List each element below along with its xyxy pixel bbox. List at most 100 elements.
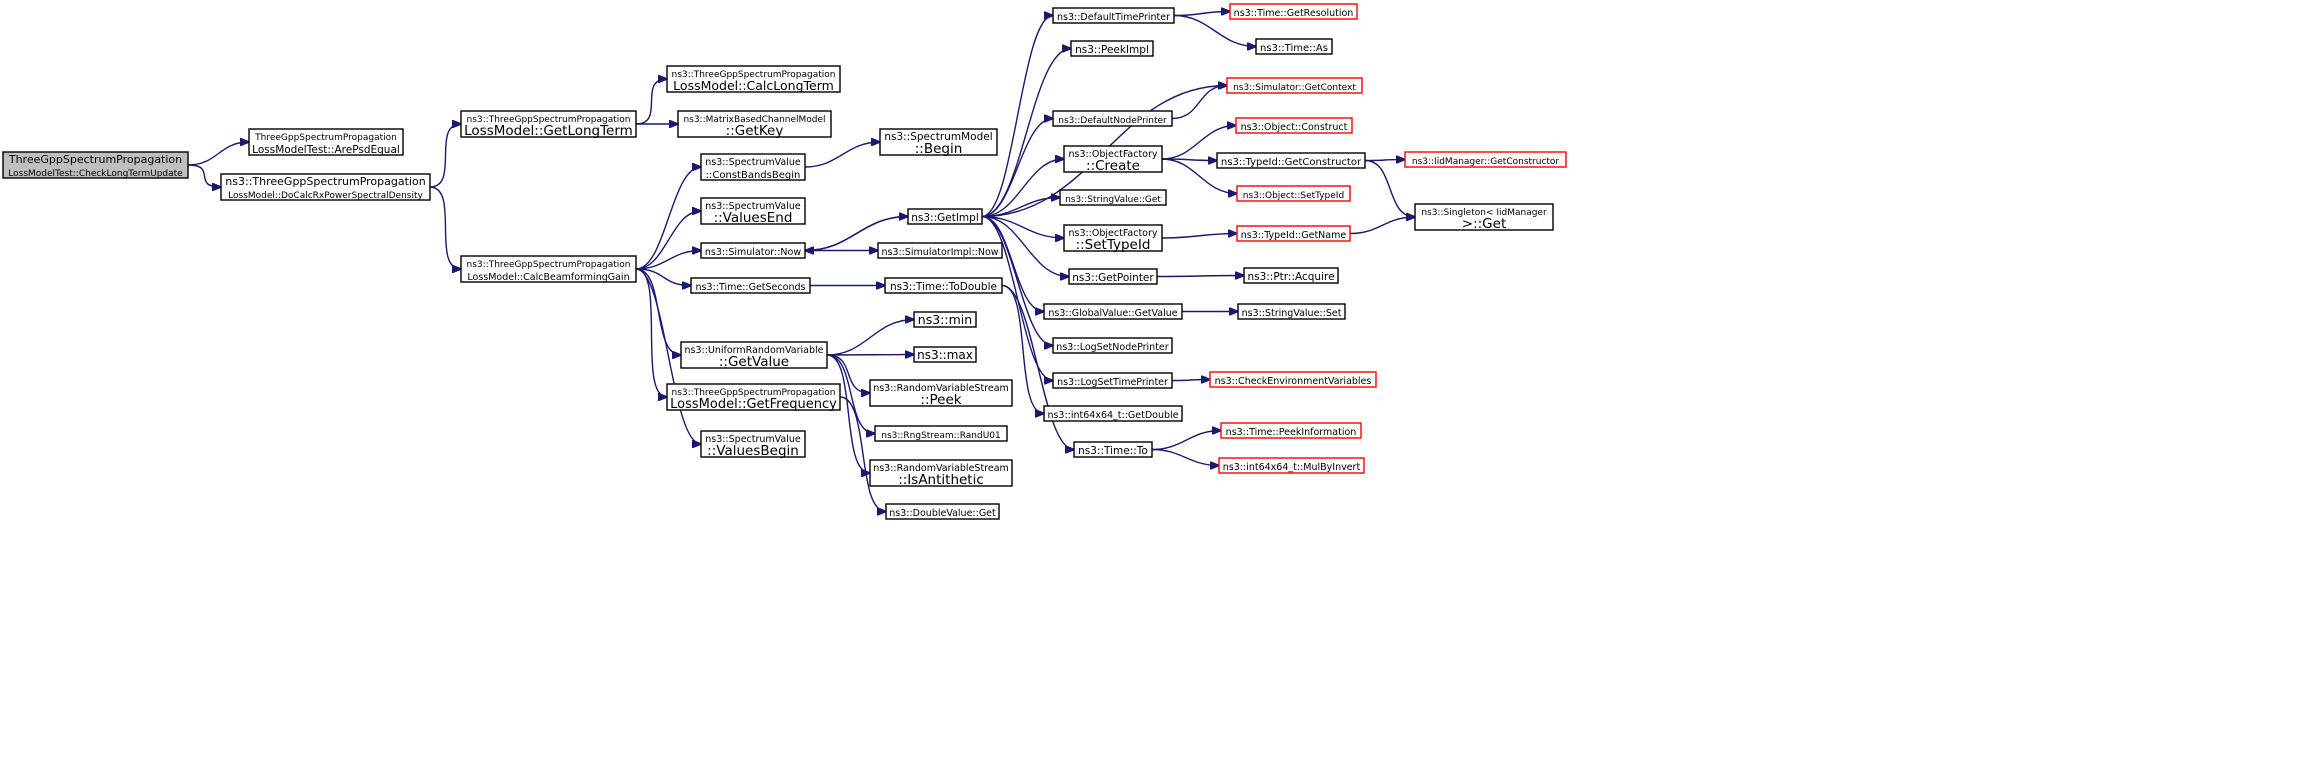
node-getLongTerm[interactable]: ns3::ThreeGppSpectrumPropagationLossMode…	[460, 110, 637, 139]
node-box	[680, 341, 828, 369]
node-simNow[interactable]: ns3::Simulator::Now	[700, 242, 806, 259]
node-label-line: ns3::ObjectFactory	[1068, 228, 1157, 239]
node-label-line: ns3::Time::PeekInformation	[1226, 427, 1357, 438]
node-peekImpl[interactable]: ns3::PeekImpl	[1070, 40, 1154, 57]
node-box	[460, 255, 637, 283]
node-label-line: ns3::Object::SetTypeId	[1243, 191, 1344, 201]
call-edge-timeTo-to-timePeekInfo	[1151, 431, 1221, 451]
node-calcBeam[interactable]: ns3::ThreeGppSpectrumPropagationLossMode…	[460, 255, 637, 283]
node-box	[1068, 268, 1158, 285]
node-rvsPeek[interactable]: ns3::RandomVariableStream::Peek	[869, 379, 1013, 408]
node-box	[1255, 38, 1333, 55]
node-getFrequency[interactable]: ns3::ThreeGppSpectrumPropagationLossMode…	[666, 383, 841, 412]
node-label-line: ns3::Time::To	[1078, 445, 1148, 457]
node-box	[1218, 457, 1365, 474]
node-isAntithetic[interactable]: ns3::RandomVariableStream::IsAntithetic	[869, 459, 1013, 488]
node-spectrumModelBegin[interactable]: ns3::SpectrumModel::Begin	[879, 128, 998, 157]
node-label-line: ns3::Time::ToDouble	[890, 281, 997, 293]
edge-layer	[187, 12, 1415, 512]
node-globalValueGetValue[interactable]: ns3::GlobalValue::GetValue	[1043, 303, 1183, 320]
node-objectSetTypeId[interactable]: ns3::Object::SetTypeId	[1236, 185, 1351, 202]
node-mulByInvert[interactable]: ns3::int64x64_t::MulByInvert	[1218, 457, 1365, 474]
node-getImpl[interactable]: ns3::GetImpl	[907, 208, 983, 225]
node-stringValueSet[interactable]: ns3::StringValue::Set	[1237, 303, 1346, 320]
node-randU01[interactable]: ns3::RngStream::RandU01	[874, 425, 1008, 442]
node-defaultNodePrinter[interactable]: ns3::DefaultNodePrinter	[1052, 110, 1173, 127]
call-edge-timeTo-to-mulByInvert	[1151, 448, 1219, 466]
node-label-line: ns3::int64x64_t::MulByInvert	[1223, 462, 1361, 473]
node-label-line: LossModelTest::CheckLongTermUpdate	[8, 169, 183, 179]
node-objFactoryCreate[interactable]: ns3::ObjectFactory::Create	[1063, 145, 1163, 174]
node-typeIdGetConstructor[interactable]: ns3::TypeId::GetConstructor	[1216, 152, 1366, 169]
call-edge-objFactoryCreate-to-objectConstruct	[1161, 126, 1236, 160]
node-constBandsBegin[interactable]: ns3::SpectrumValue::ConstBandsBegin	[700, 153, 806, 181]
node-label-line: ns3::Singleton< IidManager	[1421, 208, 1547, 218]
node-box	[1209, 371, 1377, 388]
node-label-line: ns3::RandomVariableStream	[873, 383, 1009, 394]
node-box	[700, 242, 806, 259]
node-valuesEnd[interactable]: ns3::SpectrumValue::ValuesEnd	[700, 197, 806, 226]
node-label-line: LossModel::CalcLongTerm	[673, 78, 834, 93]
call-edge-root-to-arePsd	[187, 142, 249, 166]
node-uniformGetValue[interactable]: ns3::UniformRandomVariable::GetValue	[680, 341, 828, 370]
node-doubleValueGet[interactable]: ns3::DoubleValue::Get	[885, 503, 1000, 520]
node-label-line: LossModel::DoCalcRxPowerSpectralDensity	[228, 191, 423, 201]
node-defaultTimePrinter[interactable]: ns3::DefaultTimePrinter	[1052, 7, 1175, 24]
node-logSetNodePrinter[interactable]: ns3::LogSetNodePrinter	[1052, 337, 1173, 354]
node-logSetTimePrinter[interactable]: ns3::LogSetTimePrinter	[1052, 372, 1173, 389]
node-getPointer[interactable]: ns3::GetPointer	[1068, 268, 1158, 285]
node-box	[869, 379, 1013, 407]
node-simImplNow[interactable]: ns3::SimulatorImpl::Now	[877, 242, 1003, 259]
node-timeAs[interactable]: ns3::Time::As	[1255, 38, 1333, 55]
node-label-line: ns3::max	[917, 348, 973, 362]
node-label-line: ns3::Time::GetSeconds	[696, 282, 806, 293]
node-calcLongTerm[interactable]: ns3::ThreeGppSpectrumPropagationLossMode…	[666, 65, 841, 93]
node-arePsd[interactable]: ThreeGppSpectrumPropagationLossModelTest…	[248, 128, 404, 156]
node-label-line: ::ConstBandsBegin	[706, 170, 801, 181]
node-timeGetSeconds[interactable]: ns3::Time::GetSeconds	[690, 277, 811, 294]
node-label-line: ns3::Object::Construct	[1241, 122, 1348, 133]
node-doCalc[interactable]: ns3::ThreeGppSpectrumPropagationLossMode…	[220, 173, 431, 201]
node-objectConstruct[interactable]: ns3::Object::Construct	[1235, 117, 1353, 134]
node-iidGetConstructor[interactable]: ns3::IidManager::GetConstructor	[1404, 151, 1567, 168]
node-label-line: ns3::GlobalValue::GetValue	[1048, 308, 1177, 319]
node-timePeekInfo[interactable]: ns3::Time::PeekInformation	[1220, 422, 1362, 439]
call-edge-uniformGetValue-to-max	[826, 355, 914, 356]
node-timeToDouble[interactable]: ns3::Time::ToDouble	[884, 277, 1003, 294]
node-timeGetResolution[interactable]: ns3::Time::GetResolution	[1229, 3, 1358, 20]
node-objFactorySetTypeId[interactable]: ns3::ObjectFactory::SetTypeId	[1063, 224, 1163, 253]
node-int64GetDouble[interactable]: ns3::int64x64_t::GetDouble	[1043, 405, 1183, 422]
node-label-line: ns3::Time::As	[1260, 43, 1328, 54]
node-label-line: ns3::DoubleValue::Get	[889, 508, 996, 519]
node-stringValueGet[interactable]: ns3::StringValue::Get	[1059, 189, 1167, 206]
node-box	[1243, 267, 1339, 284]
node-singletonGet[interactable]: ns3::Singleton< IidManager >::Get	[1414, 203, 1554, 232]
call-edge-calcBeam-to-valuesEnd	[635, 211, 701, 270]
node-label-line: ::ValuesEnd	[714, 210, 793, 226]
call-edge-getImpl-to-getPointer	[981, 215, 1069, 277]
node-timeTo[interactable]: ns3::Time::To	[1073, 441, 1153, 458]
node-label-line: ns3::TypeId::GetConstructor	[1221, 157, 1362, 168]
node-simGetContext[interactable]: ns3::Simulator::GetContext	[1226, 77, 1363, 94]
call-edge-uniformGetValue-to-min	[826, 320, 914, 356]
node-box	[248, 128, 404, 156]
call-edge-getImpl-to-globalValueGetValue	[981, 215, 1044, 312]
node-ptrAcquire[interactable]: ns3::Ptr::Acquire	[1243, 267, 1339, 284]
node-label-line: ns3::PeekImpl	[1075, 44, 1149, 56]
node-label-line: ::Begin	[915, 141, 963, 157]
node-min[interactable]: ns3::min	[913, 311, 977, 328]
node-box	[2, 151, 189, 179]
call-edge-objFactoryCreate-to-objectSetTypeId	[1161, 158, 1237, 194]
node-matrixGetKey[interactable]: ns3::MatrixBasedChannelModel::GetKey	[677, 110, 832, 139]
call-edge-timeToDouble-to-timeTo	[1001, 284, 1074, 450]
node-typeIdGetName[interactable]: ns3::TypeId::GetName	[1236, 225, 1351, 242]
node-label-line: ns3::RngStream::RandU01	[881, 431, 1001, 441]
node-box	[1404, 151, 1567, 168]
call-edge-constBandsBegin-to-spectrumModelBegin	[804, 142, 880, 168]
node-checkEnvVars[interactable]: ns3::CheckEnvironmentVariables	[1209, 371, 1377, 388]
node-valuesBegin[interactable]: ns3::SpectrumValue::ValuesBegin	[700, 430, 806, 459]
call-edge-uniformGetValue-to-rvsPeek	[826, 354, 870, 393]
call-edge-defaultTimePrinter-to-timeGetResolution	[1173, 12, 1230, 17]
node-label-line: ns3::DefaultTimePrinter	[1057, 12, 1170, 23]
node-max[interactable]: ns3::max	[913, 346, 977, 363]
